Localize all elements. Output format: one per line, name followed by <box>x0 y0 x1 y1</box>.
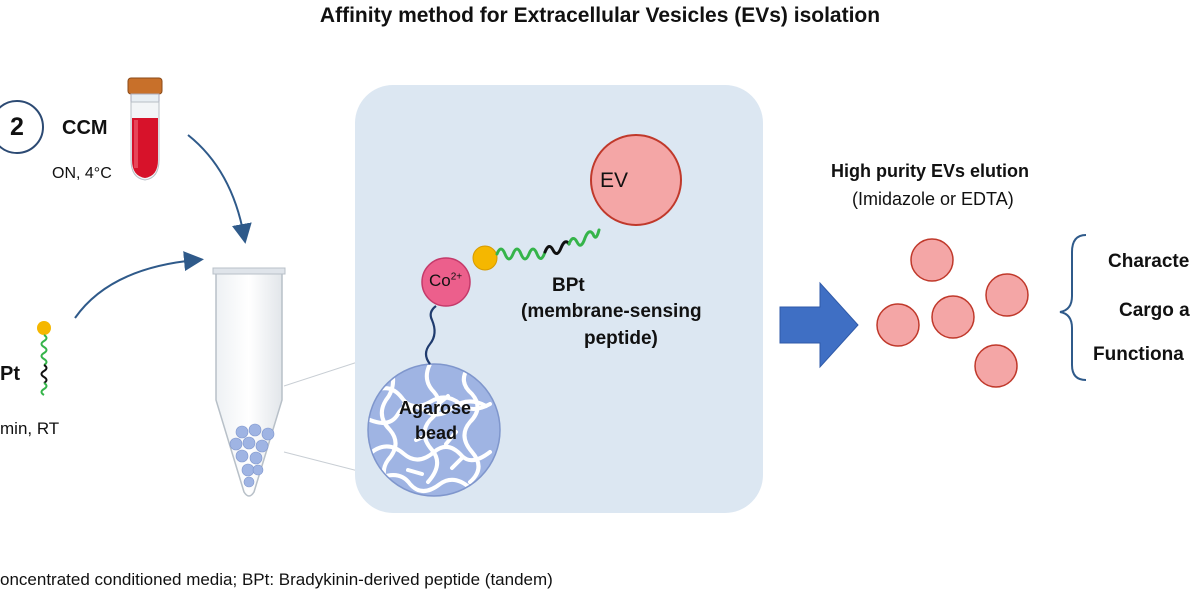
bead-label-line-1: Agarose <box>399 398 472 418</box>
bpt-description-line-2: peptide) <box>584 328 658 349</box>
ev-sphere <box>590 134 682 226</box>
cobalt-charge: 2+ <box>450 271 463 283</box>
diagram-title: Affinity method for Extracellular Vesicl… <box>319 4 881 27</box>
ccm-condition: ON, 4°C <box>52 165 112 182</box>
bpt-label: BPt <box>552 275 585 296</box>
agarose-bead-icon <box>367 363 501 497</box>
elution-title: High purity EVs elution <box>831 161 1030 181</box>
application-item: Characte <box>1108 251 1190 272</box>
small-peptide-icon <box>37 321 51 396</box>
ccm-label: CCM <box>62 117 108 139</box>
bpt-peptide-chain <box>495 228 601 261</box>
step-number: 2 <box>10 113 24 141</box>
step-number-circle <box>0 100 44 154</box>
elution-subtitle: (Imidazole or EDTA) <box>852 189 1014 209</box>
footnote: oncentrated conditioned media; BPt: Brad… <box>0 570 553 589</box>
cobalt-ion <box>421 257 471 307</box>
step1-condition: min, RT <box>0 419 60 438</box>
eluted-ev <box>910 238 954 282</box>
bpt-arrow <box>74 251 204 319</box>
applications-brace <box>1059 234 1087 381</box>
bpt-description-line-1: (membrane-sensing <box>521 301 702 322</box>
cobalt-label: Co2+ <box>429 271 463 290</box>
bead-linker <box>424 305 437 365</box>
elution-arrow <box>779 281 859 369</box>
eluted-ev <box>931 295 975 339</box>
ev-label: EV <box>600 169 629 192</box>
bead-label-line-2: bead <box>415 423 458 443</box>
bpt-fragment-label: Pt <box>0 363 20 385</box>
application-item: Functiona <box>1093 344 1184 365</box>
eluted-ev <box>985 273 1029 317</box>
ccm-arrow <box>187 134 252 244</box>
ccm-falcon-tube-icon <box>127 77 163 181</box>
eluted-ev <box>876 303 920 347</box>
microcentrifuge-tube-icon <box>212 267 286 497</box>
application-item: Cargo a <box>1119 300 1190 321</box>
eluted-ev-cluster <box>876 238 1029 388</box>
eluted-ev <box>974 344 1018 388</box>
peptide-linker-dot <box>472 245 498 271</box>
